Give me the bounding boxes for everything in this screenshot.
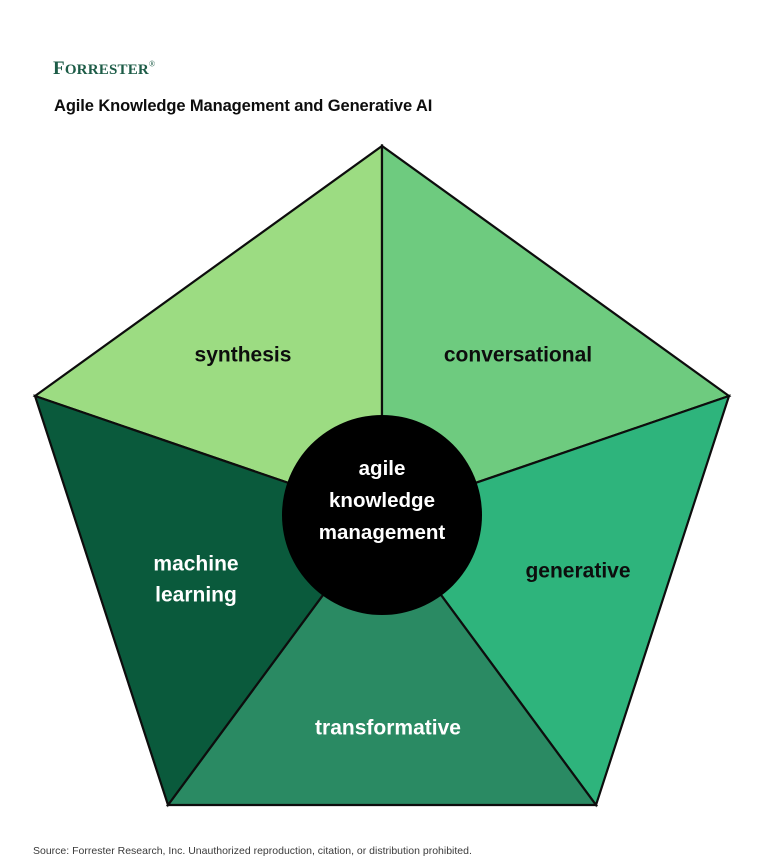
segment-label-machine-learning-line2: learning [155,584,237,607]
segment-label-transformative: transformative [315,717,461,740]
center-label-line2: knowledge [329,489,435,512]
pentagon-diagram-svg: synthesis conversational generative tran… [32,143,732,808]
center-label-line3: management [319,521,446,544]
segment-label-conversational: conversational [444,344,592,367]
logo-remaining-letters: ORRESTER [64,62,149,78]
center-label-line1: agile [359,457,406,480]
page-title: Agile Knowledge Management and Generativ… [54,97,433,115]
segment-label-generative: generative [525,560,630,583]
source-note: Source: Forrester Research, Inc. Unautho… [33,845,472,857]
logo-first-letter: F [53,58,65,79]
segment-label-synthesis: synthesis [195,344,292,367]
registered-trademark-icon: ® [148,59,156,69]
forrester-logo: FORRESTER® [53,59,155,78]
segment-label-machine-learning-line1: machine [153,553,238,576]
pentagon-diagram: synthesis conversational generative tran… [0,120,768,820]
center-disc[interactable] [282,415,482,615]
